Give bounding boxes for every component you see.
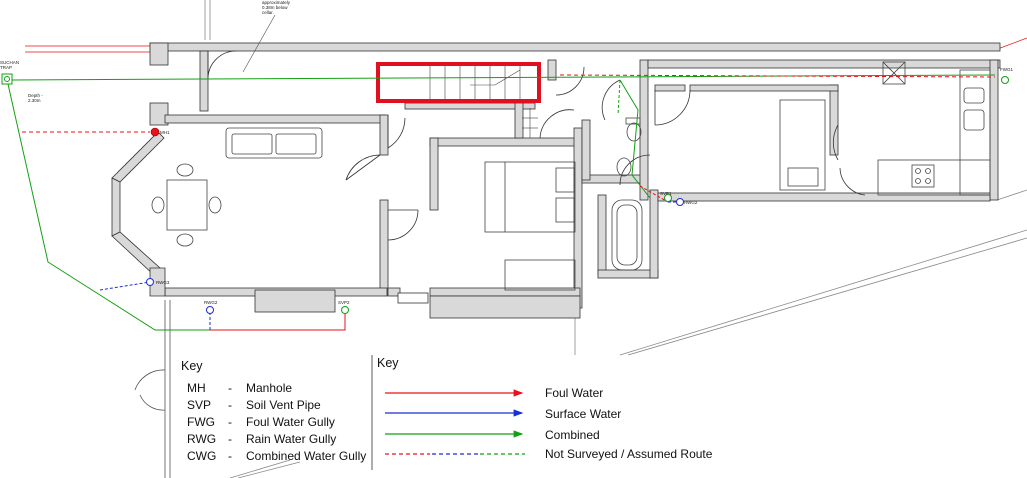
front-boundary <box>134 300 171 478</box>
abbrev-code: FWG <box>187 415 215 429</box>
trap-label-2: TRAP <box>0 65 12 70</box>
depth-label-2: 2.30m <box>28 98 41 103</box>
mh1-marker <box>150 127 160 137</box>
abbrev-meaning: Foul Water Gully <box>246 415 335 429</box>
rwg2-label-rear: RWG2 <box>684 200 698 205</box>
boundary-lines <box>204 0 1027 478</box>
abbrev-key-title: Key <box>181 359 203 373</box>
interceptor-trap-marker <box>1 73 13 85</box>
abbrev-dash: - <box>228 432 232 446</box>
drainage-markers <box>1 73 1009 314</box>
cellar-note-1: approximately <box>262 0 291 5</box>
mh1-label: MH1 <box>160 130 170 135</box>
legend-combined-label: Combined <box>545 428 600 442</box>
abbrev-meaning: Rain Water Gully <box>246 432 337 446</box>
doors <box>207 50 866 241</box>
cellar-note-2: 0.38m below <box>262 5 288 10</box>
depth-label-1: Depth - <box>28 93 43 98</box>
staircase <box>377 62 539 138</box>
abbrev-code: RWG <box>187 432 217 446</box>
abbrev-dash: - <box>228 398 232 412</box>
rwg3-label: RWG3 <box>156 280 170 285</box>
abbrev-meaning: Soil Vent Pipe <box>246 398 321 412</box>
drainage-lines <box>7 74 996 331</box>
svp1-label: SVP1 <box>660 191 672 196</box>
highlight-box <box>376 62 541 103</box>
svp1-marker <box>664 194 672 202</box>
cellar-note-3: cellar. <box>262 10 274 15</box>
abbrev-dash: - <box>228 381 232 395</box>
abbrev-code: SVP <box>187 398 212 412</box>
legend-assumed-label: Not Surveyed / Assumed Route <box>545 447 713 461</box>
abbrev-meaning: Manhole <box>246 381 293 395</box>
rwg3-marker <box>146 278 154 286</box>
rwg2-label-front: RWG2 <box>204 300 218 305</box>
trap-label-1: SUCHAN <box>0 60 19 65</box>
rwg1-marker <box>206 306 214 314</box>
abbrev-code: CWG <box>187 449 217 463</box>
legend-surface-label: Surface Water <box>545 407 622 421</box>
abbrev-meaning: Combined Water Gully <box>246 449 367 463</box>
fwg1-label: FWG1 <box>1000 67 1013 72</box>
svp2-label: SVP2 <box>338 300 350 305</box>
legend-foul-label: Foul Water <box>545 386 604 400</box>
line-key-title: Key <box>377 356 399 370</box>
abbrev-dash: - <box>228 449 232 463</box>
abbrev-code: MH <box>187 381 206 395</box>
rwg2-marker <box>676 198 684 206</box>
svp2-marker <box>341 306 349 314</box>
legend-lines <box>385 389 525 455</box>
furniture <box>151 61 991 291</box>
fwg1-marker <box>1001 76 1009 84</box>
abbrev-dash: - <box>228 415 232 429</box>
